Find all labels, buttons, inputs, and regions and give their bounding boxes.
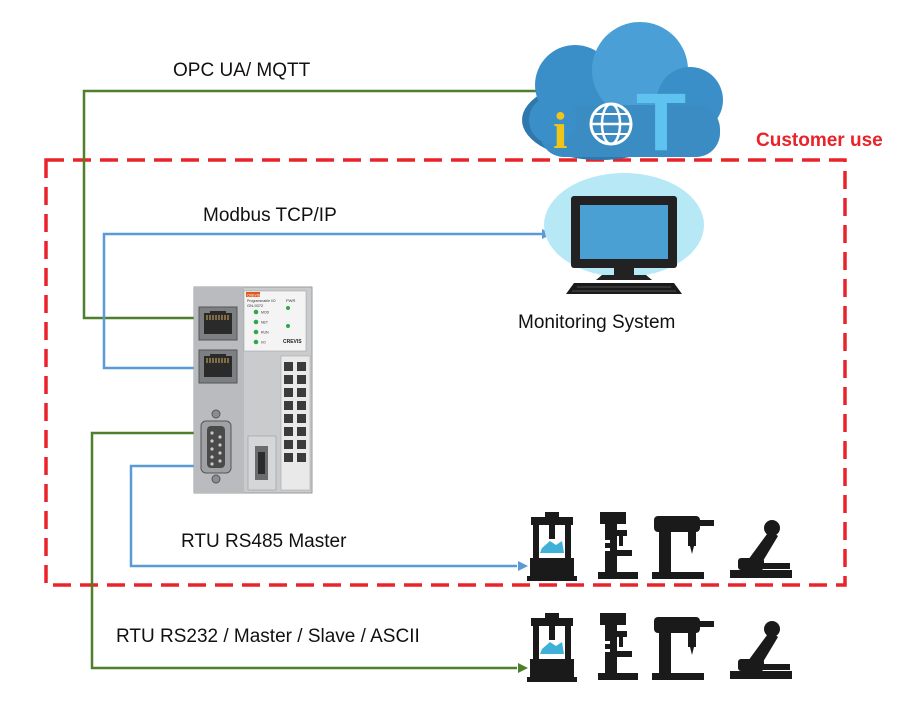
led-label-run: RUN xyxy=(261,331,269,335)
serial-port xyxy=(200,409,232,484)
led-label-net: NET xyxy=(261,321,269,325)
opc-wire xyxy=(82,89,536,320)
modbus-wire xyxy=(102,232,543,370)
led-mod xyxy=(253,309,259,315)
crevis-controller: CREVIS Programmable I/O GN-9372 PWR MOD … xyxy=(193,286,313,494)
rs232-wire xyxy=(90,431,517,670)
rs485-label: RTU RS485 Master xyxy=(181,531,347,552)
globe-icon xyxy=(589,102,633,146)
device-brand: CREVIS xyxy=(283,339,302,345)
monitoring-system-icon xyxy=(544,173,704,294)
machine-press-icon xyxy=(652,516,714,579)
device-model: Programmable I/O xyxy=(247,299,276,303)
modbus-label: Modbus TCP/IP xyxy=(203,205,337,226)
machine-arm-icon-2 xyxy=(730,621,792,679)
rs232-label: RTU RS232 / Master / Slave / ASCII xyxy=(116,626,420,647)
led-label-io: I/O xyxy=(261,341,266,345)
rs485-wire xyxy=(129,464,517,568)
device-brand-tag: CREVIS xyxy=(247,294,261,298)
device-pwr: PWR xyxy=(286,298,295,303)
machine-drill-press-icon-2 xyxy=(598,613,638,680)
iot-cloud: i T xyxy=(522,22,723,168)
customer-use-label: Customer use xyxy=(756,130,883,151)
rs485-arrowhead xyxy=(518,561,528,571)
led-pwr xyxy=(286,306,290,310)
led-net xyxy=(253,319,259,325)
machine-3d-printer-icon-2 xyxy=(527,613,577,682)
rs232-arrowhead xyxy=(518,663,528,673)
led-fault xyxy=(286,324,290,328)
led-io xyxy=(253,339,259,345)
led-label-mod: MOD xyxy=(261,311,270,315)
monitoring-label: Monitoring System xyxy=(518,312,676,333)
machine-3d-printer-icon xyxy=(527,512,577,581)
customer-use-boundary xyxy=(44,158,847,587)
machine-press-icon-2 xyxy=(652,617,714,680)
ethernet-port-1 xyxy=(198,306,238,341)
led-run xyxy=(253,329,259,335)
machine-drill-press-icon xyxy=(598,512,638,579)
iot-letter-i: i xyxy=(553,103,567,160)
opc-label: OPC UA/ MQTT xyxy=(173,60,311,81)
device-model-no: GN-9372 xyxy=(247,303,264,308)
iot-letter-t: T xyxy=(636,77,686,168)
machine-arm-icon xyxy=(730,520,792,578)
ethernet-port-2 xyxy=(198,349,238,384)
